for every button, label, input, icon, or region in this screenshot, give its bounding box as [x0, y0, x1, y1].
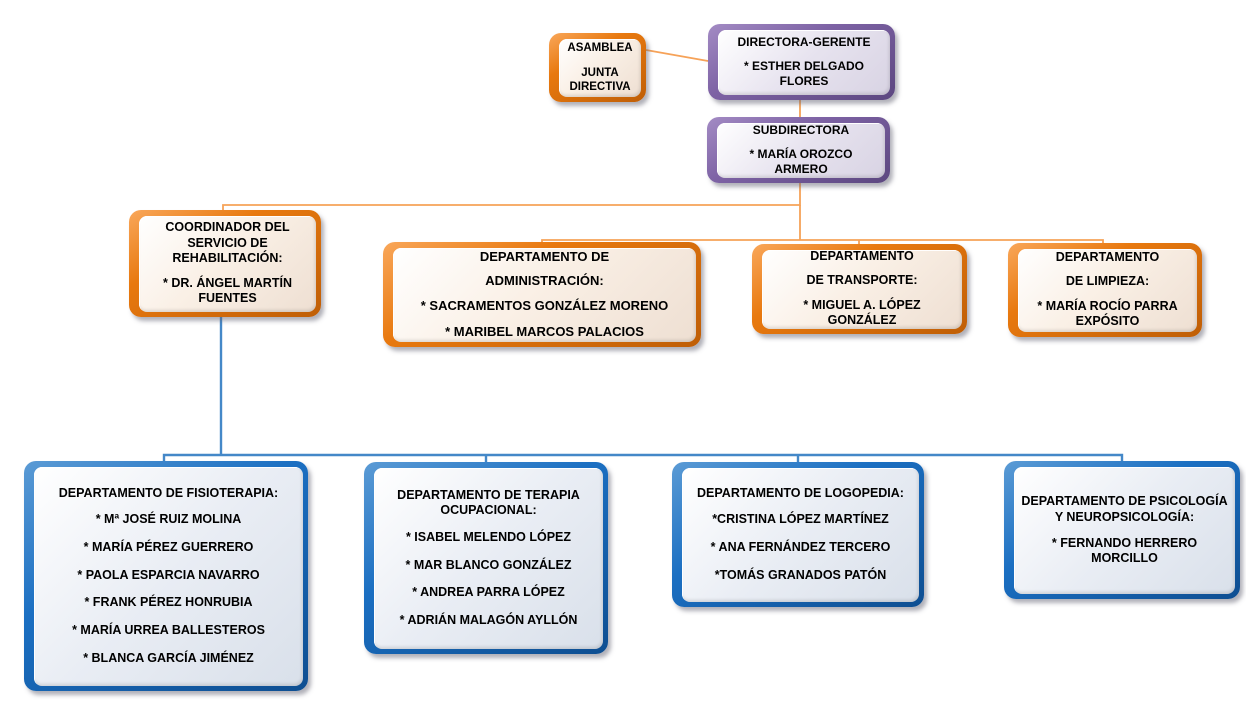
node-member: * MIGUEL A. LÓPEZ GONZÁLEZ [803, 297, 921, 328]
org-node-subdirectora: SUBDIRECTORA * MARÍA OROZCO ARMERO [707, 117, 890, 183]
node-title: DIRECTORA-GERENTE [737, 35, 871, 49]
node-title: ADMINISTRACIÓN: [485, 272, 604, 288]
node-panel: COORDINADOR DEL SERVICIO DE REHABILITACI… [139, 216, 316, 312]
org-node-departamento-transporte: DEPARTAMENTO DE TRANSPORTE: * MIGUEL A. … [752, 244, 967, 334]
node-panel: DEPARTAMENTO DE LIMPIEZA: * MARÍA ROCÍO … [1018, 249, 1197, 332]
edge-rail-fisioterapia-psicologia [162, 453, 1124, 463]
edge-subdirectora-coordinador [222, 183, 801, 212]
node-panel: DIRECTORA-GERENTE * ESTHER DELGADO FLORE… [718, 30, 890, 95]
node-member: * MARIBEL MARCOS PALACIOS [445, 324, 644, 340]
node-member: *TOMÁS GRANADOS PATÓN [714, 567, 887, 582]
node-panel: ASAMBLEA JUNTA DIRECTIVA [559, 39, 641, 97]
edge-asamblea-directora [645, 49, 709, 62]
node-panel: DEPARTAMENTO DE LOGOPEDIA: *CRISTINA LÓP… [682, 468, 919, 602]
node-panel: DEPARTAMENTO DE PSICOLOGÍA Y NEUROPSICOL… [1014, 467, 1235, 594]
node-title: DEPARTAMENTO DE TERAPIA OCUPACIONAL: [397, 487, 580, 518]
node-member: * FERNANDO HERRERO MORCILLO [1051, 535, 1198, 566]
node-panel: DEPARTAMENTO DE TRANSPORTE: * MIGUEL A. … [762, 249, 962, 329]
node-title: JUNTA DIRECTIVA [569, 66, 631, 94]
node-member: *CRISTINA LÓPEZ MARTÍNEZ [712, 512, 889, 527]
node-title: DEPARTAMENTO DE FISIOTERAPIA: [58, 485, 279, 500]
node-title: DE LIMPIEZA: [1065, 273, 1150, 288]
org-node-departamento-fisioterapia: DEPARTAMENTO DE FISIOTERAPIA: * Mª JOSÉ … [24, 461, 308, 691]
node-member: * FRANK PÉREZ HONRUBIA [84, 595, 253, 610]
node-member: * SACRAMENTOS GONZÁLEZ MORENO [420, 298, 669, 313]
org-node-departamento-administracion: DEPARTAMENTO DE ADMINISTRACIÓN: * SACRAM… [383, 242, 701, 347]
node-title: DEPARTAMENTO DE LOGOPEDIA: [697, 485, 904, 500]
node-member: * BLANCA GARCÍA JIMÉNEZ [83, 650, 254, 665]
node-member: * Mª JOSÉ RUIZ MOLINA [95, 512, 242, 527]
org-node-departamento-logopedia: DEPARTAMENTO DE LOGOPEDIA: *CRISTINA LÓP… [672, 462, 924, 607]
node-member: * MAR BLANCO GONZÁLEZ [405, 557, 572, 572]
node-member: * ESTHER DELGADO FLORES [743, 59, 864, 88]
node-member: * ISABEL MELENDO LÓPEZ [405, 529, 572, 544]
node-member: * PAOLA ESPARCIA NAVARRO [77, 567, 260, 582]
node-title: DEPARTAMENTO [810, 249, 914, 264]
node-title: DEPARTAMENTO DE PSICOLOGÍA Y NEUROPSICOL… [1021, 494, 1228, 524]
node-member: * DR. ÁNGEL MARTÍN FUENTES [163, 275, 292, 306]
org-node-directora-gerente: DIRECTORA-GERENTE * ESTHER DELGADO FLORE… [708, 24, 895, 100]
org-node-asamblea-junta-directiva: ASAMBLEA JUNTA DIRECTIVA [549, 33, 646, 102]
node-panel: DEPARTAMENTO DE ADMINISTRACIÓN: * SACRAM… [393, 248, 696, 342]
node-member: * MARÍA PÉREZ GUERRERO [83, 540, 254, 555]
node-title: DE TRANSPORTE: [806, 272, 918, 287]
node-member: * ANDREA PARRA LÓPEZ [412, 585, 565, 600]
node-member: * ANA FERNÁNDEZ TERCERO [710, 540, 891, 554]
node-title: DEPARTAMENTO DE [479, 248, 610, 264]
node-title: SUBDIRECTORA [752, 123, 850, 137]
org-node-departamento-psicologia-neuropsicologia: DEPARTAMENTO DE PSICOLOGÍA Y NEUROPSICOL… [1004, 461, 1240, 599]
node-title: DEPARTAMENTO [1055, 250, 1160, 265]
node-panel: DEPARTAMENTO DE FISIOTERAPIA: * Mª JOSÉ … [34, 467, 303, 686]
node-member: * MARÍA OROZCO ARMERO [749, 147, 853, 176]
node-member: * ADRIÁN MALAGÓN AYLLÓN [399, 612, 578, 627]
org-node-departamento-limpieza: DEPARTAMENTO DE LIMPIEZA: * MARÍA ROCÍO … [1008, 243, 1202, 337]
org-node-coordinador-rehabilitacion: COORDINADOR DEL SERVICIO DE REHABILITACI… [129, 210, 321, 317]
node-title: ASAMBLEA [567, 42, 633, 55]
node-member: * MARÍA ROCÍO PARRA EXPÓSITO [1037, 298, 1178, 329]
node-member: * MARÍA URREA BALLESTEROS [72, 622, 265, 637]
node-panel: DEPARTAMENTO DE TERAPIA OCUPACIONAL: * I… [374, 468, 603, 649]
node-title: COORDINADOR DEL SERVICIO DE REHABILITACI… [165, 219, 290, 266]
node-panel: SUBDIRECTORA * MARÍA OROZCO ARMERO [717, 123, 885, 178]
org-node-departamento-terapia-ocupacional: DEPARTAMENTO DE TERAPIA OCUPACIONAL: * I… [364, 462, 608, 654]
